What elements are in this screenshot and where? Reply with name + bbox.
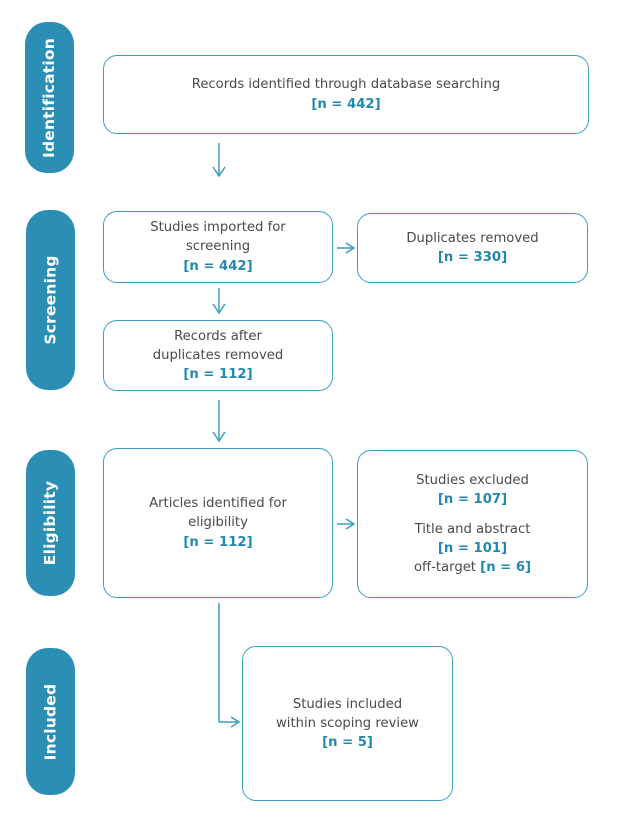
records-identified-line1: Records identified through database sear… (191, 77, 501, 93)
box-studies-included: Studies included within scoping review [… (242, 646, 453, 801)
records-identified-count: [n = 442] (311, 96, 381, 112)
studies-excluded-line2: Title and abstract (414, 521, 531, 537)
stage-label-screening: Screening (41, 255, 60, 345)
box-records-identified-text: Records identified through database sear… (182, 75, 511, 113)
arrow-down-imported-to-after-duplicates (212, 288, 226, 315)
stage-pill-included: Included (26, 648, 75, 795)
box-records-after-duplicates-text: Records after duplicates removed [n = 11… (143, 327, 294, 384)
records-after-duplicates-line1: Records after (174, 328, 262, 344)
stage-pill-screening: Screening (26, 210, 75, 390)
articles-eligibility-line2: eligibility (188, 515, 248, 531)
arrow-down-identification-to-screening (212, 143, 226, 178)
records-after-duplicates-count: [n = 112] (183, 367, 253, 383)
box-records-identified: Records identified through database sear… (103, 55, 589, 134)
studies-included-line1: Studies included (292, 696, 403, 712)
studies-excluded-count3: [n = 6] (480, 560, 532, 576)
box-duplicates-removed-text: Duplicates removed [n = 330] (396, 229, 548, 267)
duplicates-removed-line1: Duplicates removed (406, 230, 539, 246)
studies-excluded-line1: Studies excluded (416, 472, 529, 488)
box-studies-imported-text: Studies imported for screening [n = 442] (140, 218, 295, 275)
articles-eligibility-line1: Articles identified for (149, 496, 287, 512)
records-after-duplicates-line2: duplicates removed (152, 347, 284, 363)
studies-included-count: [n = 5] (322, 735, 373, 751)
articles-eligibility-count: [n = 112] (183, 534, 253, 550)
studies-excluded-count2: [n = 101] (437, 541, 508, 557)
studies-excluded-line3: off-target (413, 560, 481, 576)
elbow-eligibility-to-included (218, 603, 241, 728)
studies-excluded-count1: [n = 107] (437, 491, 508, 507)
box-duplicates-removed: Duplicates removed [n = 330] (357, 213, 588, 283)
box-studies-included-text: Studies included within scoping review [… (266, 695, 429, 752)
studies-imported-line2: screening (185, 239, 251, 255)
box-studies-imported: Studies imported for screening [n = 442] (103, 211, 333, 283)
box-records-after-duplicates: Records after duplicates removed [n = 11… (103, 320, 333, 391)
stage-pill-eligibility: Eligibility (26, 450, 75, 596)
studies-imported-count: [n = 442] (183, 258, 253, 274)
arrow-right-imported-to-duplicates (337, 242, 356, 254)
duplicates-removed-count: [n = 330] (437, 250, 508, 265)
box-articles-eligibility: Articles identified for eligibility [n =… (103, 448, 333, 598)
arrow-down-screening-to-eligibility (212, 400, 226, 443)
studies-included-line2: within scoping review (276, 715, 419, 731)
box-articles-eligibility-text: Articles identified for eligibility [n =… (139, 494, 297, 551)
stage-label-identification: Identification (40, 37, 59, 158)
box-studies-excluded: Studies excluded [n = 107] Title and abs… (357, 450, 588, 598)
studies-imported-line1: Studies imported for (150, 220, 286, 236)
arrow-right-eligibility-to-excluded (337, 518, 356, 530)
studies-excluded-spacer (414, 509, 531, 520)
box-studies-excluded-text: Studies excluded [n = 107] Title and abs… (404, 471, 541, 578)
stage-pill-identification: Identification (25, 22, 74, 173)
stage-label-included: Included (41, 683, 60, 760)
stage-label-eligibility: Eligibility (41, 480, 60, 566)
